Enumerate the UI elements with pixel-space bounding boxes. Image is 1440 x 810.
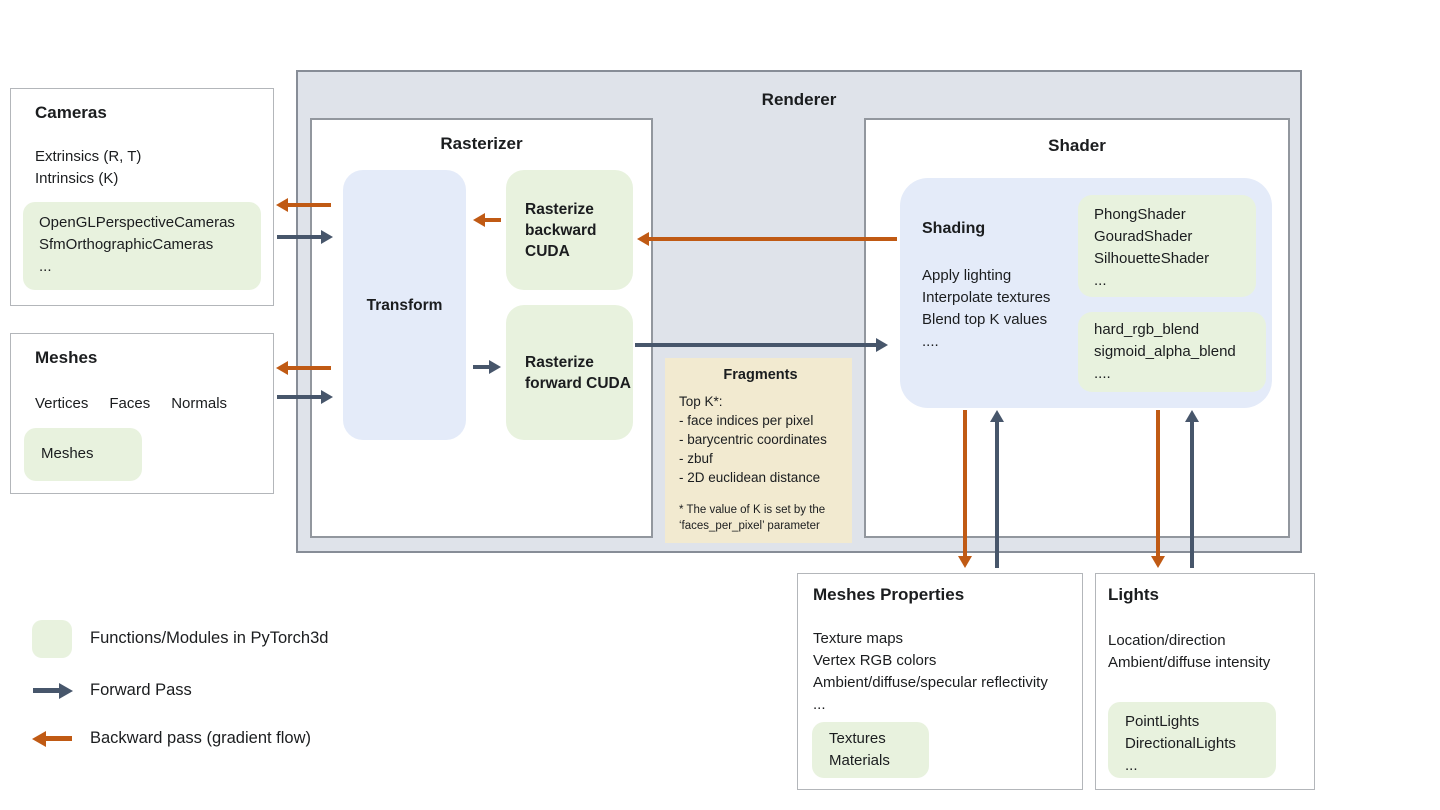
lights-line: Location/direction [1108, 632, 1226, 649]
backward-arrow-to-meshes-properties [963, 410, 967, 556]
shader-box: Shader Shading Apply lighting Interpolat… [864, 118, 1290, 538]
camera-class: ... [39, 258, 52, 275]
forward-arrow-rasterizer-to-shader [635, 343, 876, 347]
forward-arrow-from-meshes [277, 395, 321, 399]
rasterize-forward-label: Rasterize forward CUDA [525, 353, 631, 392]
rasterizer-title: Rasterizer [440, 134, 523, 153]
textures-materials-module: Textures Materials [812, 722, 929, 778]
shading-description: Shading Apply lighting Interpolate textu… [922, 220, 1050, 353]
forward-arrow-from-cameras [277, 235, 321, 239]
shader-class: ... [1094, 272, 1107, 289]
lights-line: Ambient/diffuse intensity [1108, 654, 1271, 671]
blend-function: hard_rgb_blend [1094, 321, 1200, 338]
rasterize-backward-label: Rasterize backward CUDA [525, 200, 597, 260]
fragments-line: - zbuf [679, 451, 713, 466]
shading-panel: Shading Apply lighting Interpolate textu… [900, 178, 1272, 408]
light-class: PointLights [1125, 713, 1200, 730]
shading-title: Shading [922, 220, 986, 237]
meshes-properties-title: Meshes Properties [813, 585, 965, 604]
rasterizer-box: Rasterizer Transform Rasterize backward … [310, 118, 653, 538]
cameras-classes-module: OpenGLPerspectiveCameras SfmOrthographic… [23, 202, 261, 290]
meshes-field: Vertices [35, 395, 89, 412]
fragments-title: Fragments [723, 367, 798, 383]
shading-line: Apply lighting [922, 267, 1012, 284]
cameras-line: Extrinsics (R, T) [35, 148, 142, 165]
cameras-line: Intrinsics (K) [35, 170, 119, 187]
meshes-properties-line: Ambient/diffuse/specular reflectivity [813, 674, 1048, 691]
backward-arrow-cuda-to-transform [485, 218, 501, 222]
blend-function: sigmoid_alpha_blend [1094, 343, 1236, 360]
light-class: DirectionalLights [1125, 735, 1236, 752]
blend-function: .... [1094, 365, 1111, 382]
rasterize-backward-cuda-module: Rasterize backward CUDA [506, 170, 633, 290]
meshes-title: Meshes [35, 348, 98, 367]
meshes-field: Normals [171, 395, 228, 412]
renderer-title: Renderer [761, 90, 837, 109]
transform-module: Transform [343, 170, 466, 440]
light-class: ... [1125, 757, 1138, 774]
camera-class: OpenGLPerspectiveCameras [39, 214, 235, 231]
lights-classes-module: PointLights DirectionalLights ... [1108, 702, 1276, 778]
backward-arrow-icon [46, 736, 72, 741]
backward-arrow-to-lights [1156, 410, 1160, 556]
meshes-class-module: Meshes [24, 428, 142, 481]
meshes-properties-line: ... [813, 696, 826, 713]
fragments-line: Top K*: [679, 394, 723, 409]
meshes-properties-line: Vertex RGB colors [813, 652, 937, 669]
lights-box: Lights Location/direction Ambient/diffus… [1095, 573, 1315, 790]
blend-functions-module: hard_rgb_blend sigmoid_alpha_blend .... [1078, 312, 1266, 392]
meshes-field: Faces [109, 395, 151, 412]
fragments-line: - 2D euclidean distance [679, 470, 821, 485]
forward-arrow-transform-to-cuda [473, 365, 489, 369]
rasterize-forward-cuda-module: Rasterize forward CUDA [506, 305, 633, 440]
shading-line: Interpolate textures [922, 289, 1051, 306]
texture-class: Textures [829, 730, 886, 747]
shader-class: PhongShader [1094, 206, 1186, 223]
forward-arrow-from-meshes-properties [995, 422, 999, 568]
meshes-properties-box: Meshes Properties Texture maps Vertex RG… [797, 573, 1083, 790]
forward-arrow-from-lights [1190, 422, 1194, 568]
legend-forward-label: Forward Pass [90, 681, 192, 699]
legend-module-swatch [32, 620, 72, 658]
shader-class: SilhouetteShader [1094, 250, 1210, 267]
shading-line: .... [922, 333, 939, 350]
fragments-footnote: * The value of K is set by the ‘faces_pe… [679, 504, 826, 532]
lights-title: Lights [1108, 585, 1159, 604]
renderer-container: Renderer Rasterizer Transform Rasterize … [296, 70, 1302, 553]
cameras-box: Cameras Extrinsics (R, T) Intrinsics (K)… [10, 88, 274, 306]
meshes-properties-line: Texture maps [813, 630, 904, 647]
backward-arrow-to-cameras [288, 203, 331, 207]
legend-backward-label: Backward pass (gradient flow) [90, 729, 312, 747]
legend-module-label: Functions/Modules in PyTorch3d [90, 629, 329, 647]
forward-arrow-icon [33, 688, 59, 693]
shader-class: GouradShader [1094, 228, 1193, 245]
backward-arrow-to-meshes [288, 366, 331, 370]
meshes-box: Meshes Vertices Faces Normals Meshes [10, 333, 274, 494]
fragments-line: - barycentric coordinates [679, 432, 827, 447]
camera-class: SfmOrthographicCameras [39, 236, 214, 253]
transform-label: Transform [366, 296, 443, 314]
fragments-note: Fragments Top K*: - face indices per pix… [665, 358, 852, 543]
backward-arrow-shader-to-rasterizer [649, 237, 897, 241]
cameras-title: Cameras [35, 103, 107, 122]
material-class: Materials [829, 752, 890, 769]
meshes-class: Meshes [41, 445, 94, 462]
fragments-line: - face indices per pixel [679, 413, 814, 428]
shader-classes-module: PhongShader GouradShader SilhouetteShade… [1078, 195, 1256, 297]
shading-line: Blend top K values [922, 311, 1048, 328]
shader-title: Shader [1048, 136, 1106, 155]
